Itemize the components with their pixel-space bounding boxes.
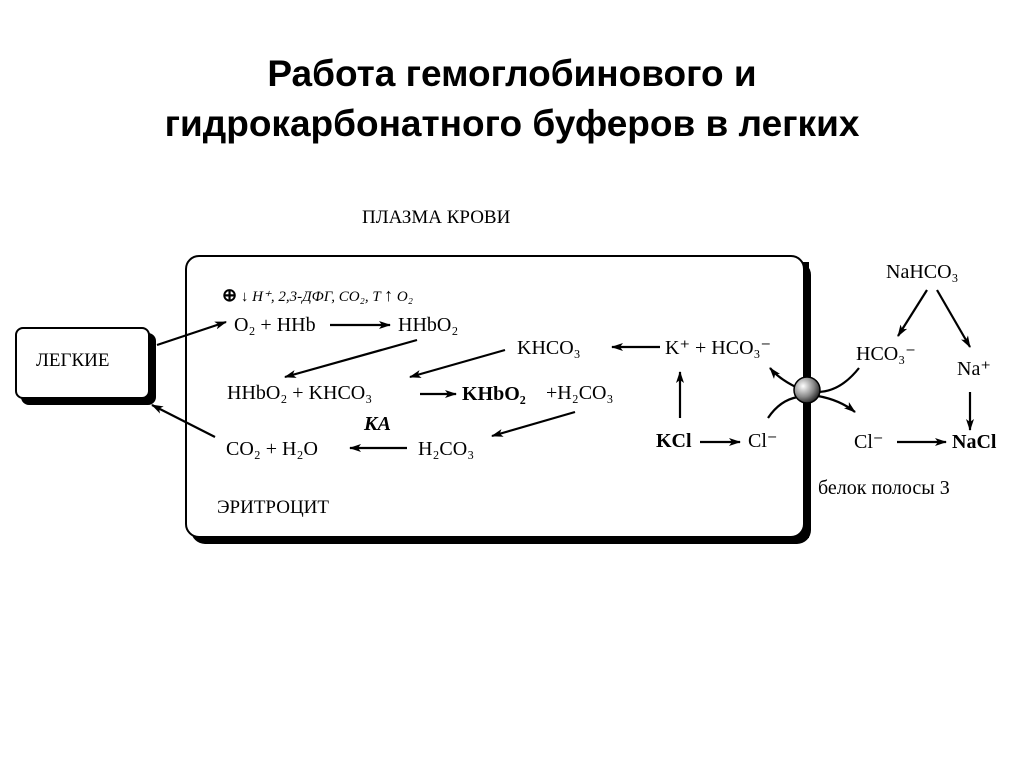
r3-left: CO₂ + H₂O bbox=[226, 438, 318, 460]
cl-out: Cl⁻ bbox=[854, 431, 884, 453]
title-line-2: гидрокарбонатного буферов в легких bbox=[164, 103, 860, 144]
arrow-exchanger-cl-out bbox=[817, 394, 856, 413]
khco3: KHCO₃ bbox=[517, 337, 581, 359]
r2-khbo2: KHbO₂ bbox=[462, 383, 526, 405]
arrow-h2co3-down bbox=[491, 410, 576, 438]
title-line-1: Работа гемоглобинового и bbox=[267, 53, 757, 94]
kcl: KCl bbox=[656, 430, 692, 452]
arrow-co2-to-lungs bbox=[151, 404, 216, 438]
nacl: NaCl bbox=[952, 431, 997, 453]
regulators-row: ⊕ ↓ H⁺, 2,3-ДФГ, CO₂, T ↑ O₂ bbox=[222, 284, 413, 308]
arrow-nahco3-na bbox=[936, 289, 971, 348]
lungs-label: ЛЕГКИЕ bbox=[36, 350, 110, 371]
cl-in: Cl⁻ bbox=[748, 430, 778, 452]
nahco3: NaHCO₃ bbox=[886, 261, 959, 283]
erythrocyte-label: ЭРИТРОЦИТ bbox=[217, 497, 330, 518]
plus-circle-icon: ⊕ bbox=[222, 285, 238, 305]
band3-exchanger-sphere bbox=[793, 376, 821, 404]
plasma-label: ПЛАЗМА КРОВИ bbox=[362, 207, 511, 228]
enzyme-label: КА bbox=[364, 413, 391, 435]
arrow-hhbo2-down bbox=[284, 338, 418, 379]
r2-h2co3: +H₂CO₃ bbox=[546, 382, 614, 404]
arrow-nahco3-hco3 bbox=[897, 289, 928, 337]
hco3-plasma: HCO₃⁻ bbox=[856, 343, 916, 365]
k-hco3: K⁺ + HCO₃⁻ bbox=[665, 337, 772, 359]
na: Na⁺ bbox=[957, 358, 991, 380]
arrow-lungs-to-o2 bbox=[156, 320, 227, 347]
arrow-up-icon: ↑ bbox=[384, 285, 394, 305]
r1-right: HHbO₂ bbox=[398, 314, 459, 336]
regulator-o2: O₂ bbox=[396, 289, 413, 305]
r2-left: HHbO₂ + KHCO₃ bbox=[227, 382, 373, 404]
band3-label: белок полосы 3 bbox=[818, 477, 950, 499]
r1-left: O₂ + HHb bbox=[234, 314, 316, 336]
arrow-khco3-down bbox=[409, 348, 506, 379]
lungs-box bbox=[15, 327, 150, 399]
regulator-factors: H⁺, 2,3-ДФГ, CO₂, T bbox=[252, 289, 381, 305]
r3-right: H₂CO₃ bbox=[418, 438, 475, 460]
arrow-down-icon: ↓ bbox=[240, 289, 249, 305]
